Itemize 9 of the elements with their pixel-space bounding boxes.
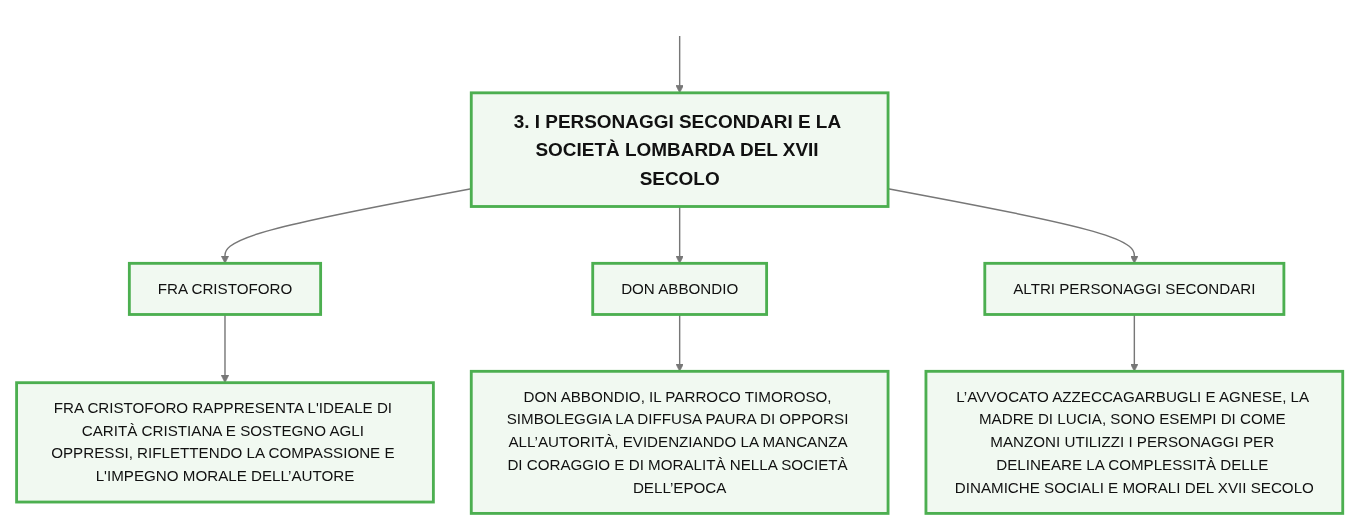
- concept-box: L’AVVOCATO AZZECCAGARBUGLI E AGNESE, LA MADRE DI LUCIA, SONO ESEMPI DI COME MANZONI UTILIZZI I PERSONAGGI PER DELINEARE LA COMPLESSITÀ DELLE DINAMICHE SOCIALI E MORALI DEL XVII SECOLO: [924, 369, 1344, 515]
- concept-box: FRA CRISTOFORO RAPPRESENTA L'IDEALE DI CARITÀ CRISTIANA E SOSTEGNO AGLI OPPRESSI, RIFLETTENDO LA COMPASSIONE E L'IMPEGNO MORALE DELL’AUTORE: [15, 381, 435, 504]
- concept-box: DON ABBONDIO: [591, 261, 768, 316]
- arrow: [887, 188, 1139, 264]
- concept-box: ALTRI PERSONAGGI SECONDARI: [983, 261, 1286, 316]
- arrow: [220, 188, 472, 264]
- topic-box: 3. I PERSONAGGI SECONDARI E LA SOCIETÀ LOMBARDA DEL XVII SECOLO: [469, 91, 890, 208]
- concept-box: FRA CRISTOFORO: [127, 261, 322, 316]
- concept-box: DON ABBONDIO, IL PARROCO TIMOROSO, SIMBOLEGGIA LA DIFFUSA PAURA DI OPPORSI ALL’AUTORITÀ, EVIDENZIANDO LA MANCANZA DI CORAGGIO E DI MORALITÀ NELLA SOCIETÀ DELL’EPOCA: [469, 369, 890, 515]
